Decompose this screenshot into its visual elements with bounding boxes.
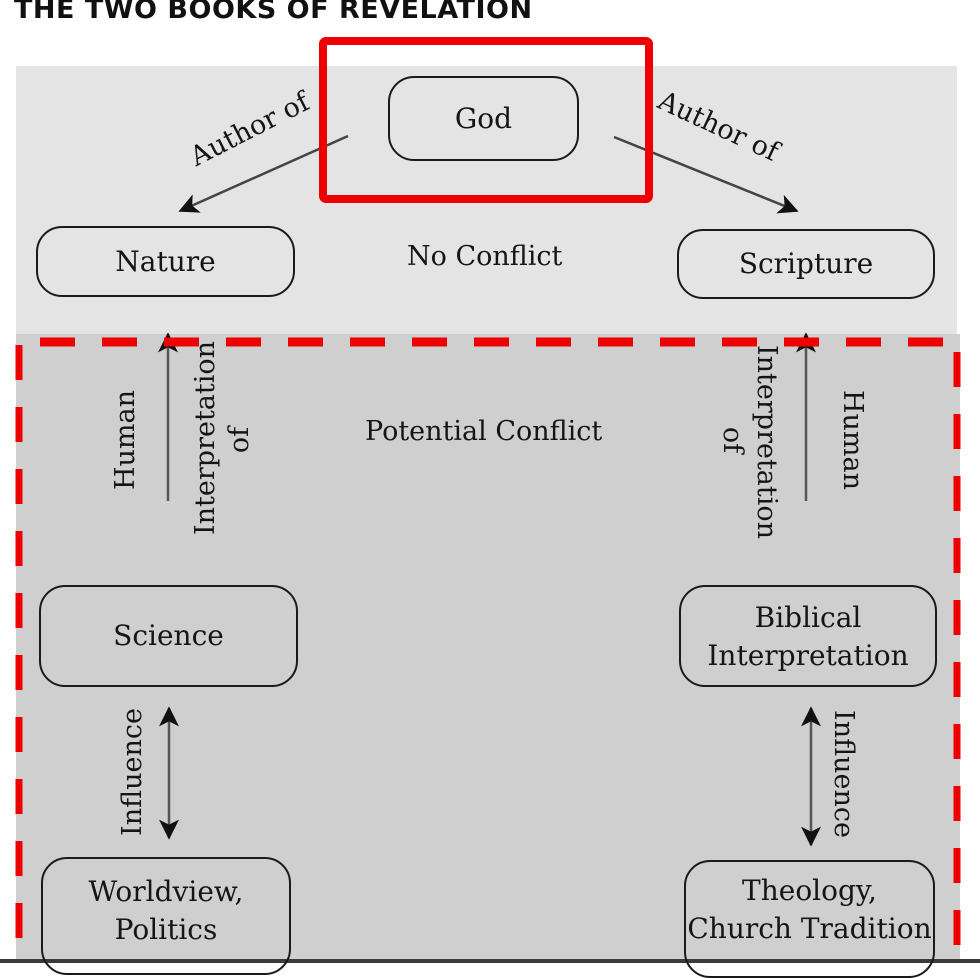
influence-left-label: Influence: [117, 708, 148, 836]
node-biblical-interpretation: Biblical Interpretation: [679, 585, 937, 687]
potential-conflict-label: Potential Conflict: [365, 416, 603, 447]
human-left-label: Human: [110, 389, 141, 491]
node-science-label: Science: [113, 619, 224, 652]
node-worldview-politics-label: Worldview, Politics: [88, 875, 244, 946]
no-conflict-label: No Conflict: [407, 241, 563, 272]
node-nature: Nature: [36, 226, 295, 297]
human-right-label: Human: [837, 389, 868, 491]
node-god-label: God: [454, 101, 513, 135]
interpretation-of-left-label: Interpretation of: [190, 340, 255, 535]
influence-right-label: Influence: [828, 710, 859, 838]
node-theology-church-tradition-label: Theology, Church Tradition: [687, 874, 932, 945]
node-nature-label: Nature: [115, 244, 216, 278]
node-theology-church-tradition: Theology, Church Tradition: [684, 860, 935, 978]
node-scripture: Scripture: [677, 229, 935, 299]
node-scripture-label: Scripture: [738, 247, 874, 280]
node-worldview-politics: Worldview, Politics: [41, 857, 291, 975]
interpretation-of-right-label: Interpretation of: [717, 345, 782, 540]
node-god: God: [388, 76, 579, 161]
node-biblical-interpretation-label: Biblical Interpretation: [707, 601, 909, 672]
node-science: Science: [39, 585, 298, 687]
diagram-title: THE TWO BOOKS OF REVELATION: [14, 0, 533, 25]
bottom-divider: [0, 959, 980, 963]
